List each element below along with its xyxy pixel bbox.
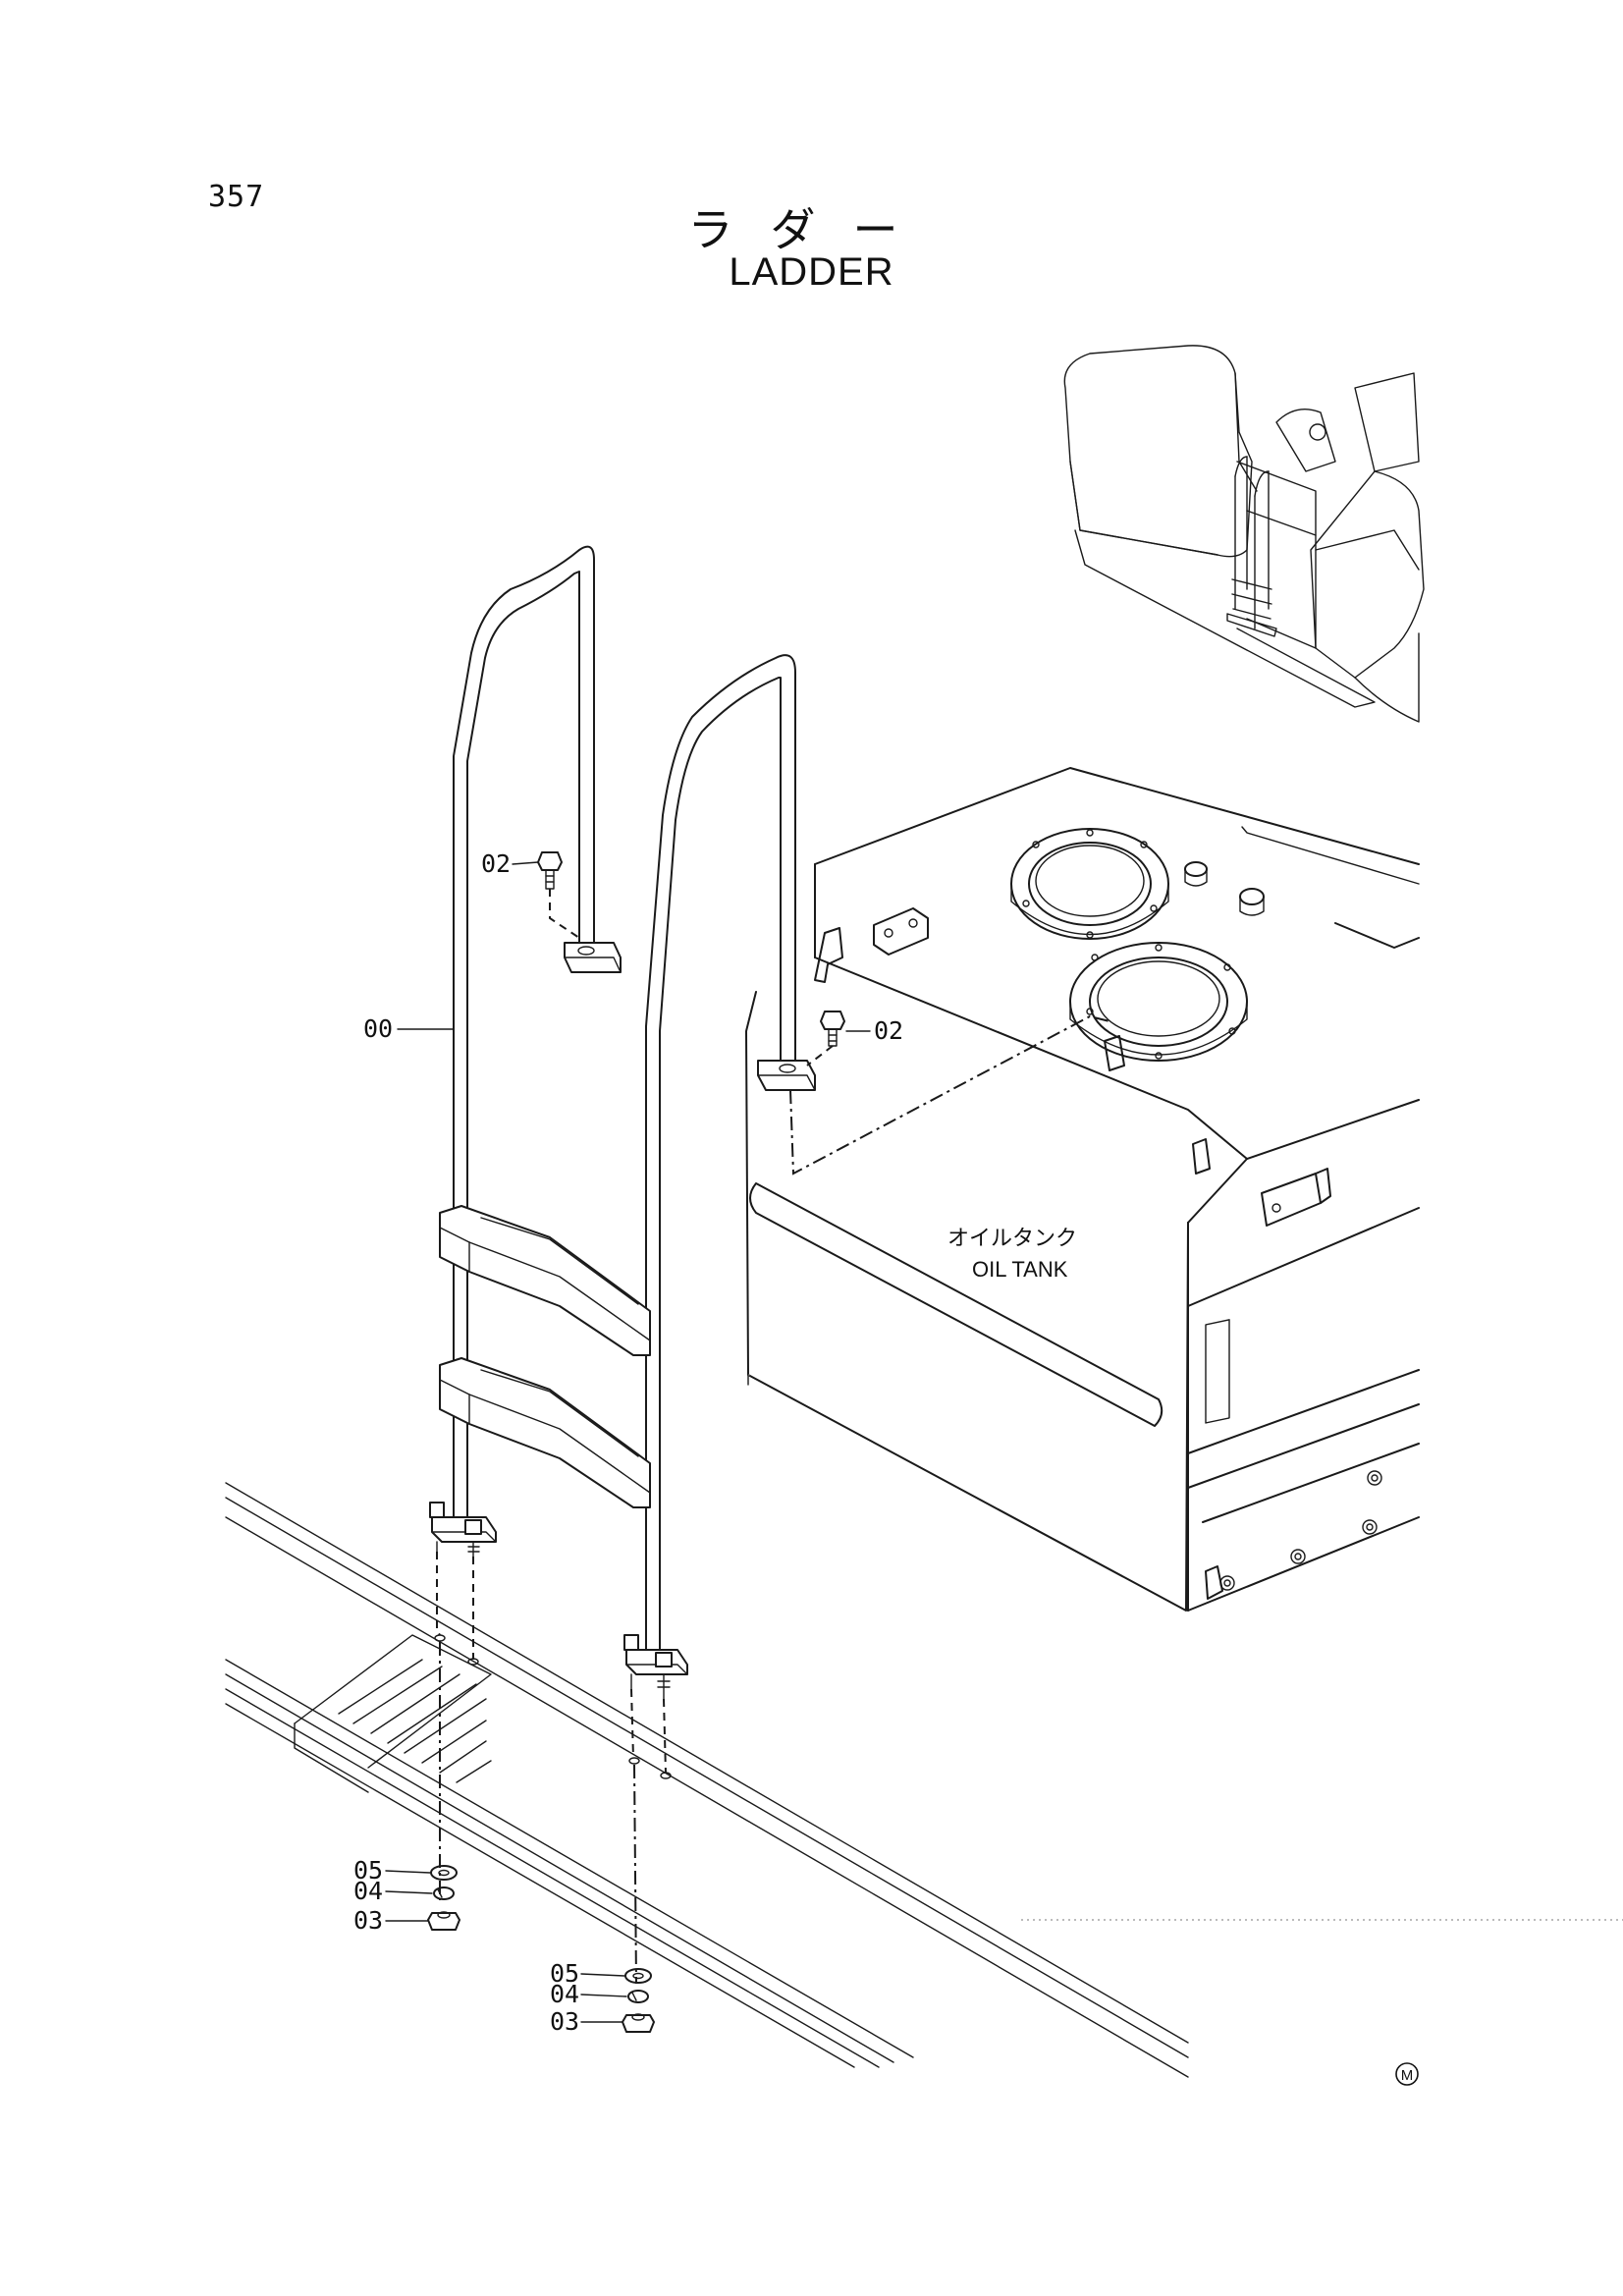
hardware-right xyxy=(622,1688,672,2033)
bolt-upper-right xyxy=(806,1011,845,1066)
mount-reference-line xyxy=(789,1014,1110,1175)
oil-tank-label-jp: オイルタンク xyxy=(947,1226,1077,1250)
oil-tank: オイルタンク OIL TANK xyxy=(745,767,1420,1612)
title-english: LADDER xyxy=(729,250,894,294)
callout-02-left: 02 xyxy=(481,849,511,878)
callout-04-left: 04 xyxy=(353,1877,383,1905)
callout-03-left: 03 xyxy=(353,1906,383,1935)
hardware-left xyxy=(427,1552,479,1931)
machine-overview-inset xyxy=(1063,345,1425,723)
callout-05-right: 05 xyxy=(550,1959,579,1988)
title-japanese: ラダー xyxy=(687,203,936,256)
bolt-upper-left xyxy=(537,851,580,939)
model-mark-letter: M xyxy=(1401,2067,1414,2084)
ladder-assembly xyxy=(429,545,816,1700)
callout-03-right: 03 xyxy=(550,2007,579,2036)
callout-05-left: 05 xyxy=(353,1856,383,1885)
callout-02-right: 02 xyxy=(874,1016,903,1045)
machine-frame xyxy=(225,1374,1623,2078)
oil-tank-label-en: OIL TANK xyxy=(972,1257,1068,1282)
callout-00: 00 xyxy=(363,1014,393,1043)
page-number: 357 xyxy=(208,180,265,214)
callout-04-right: 04 xyxy=(550,1980,579,2008)
model-mark-icon: M xyxy=(1395,2062,1419,2086)
